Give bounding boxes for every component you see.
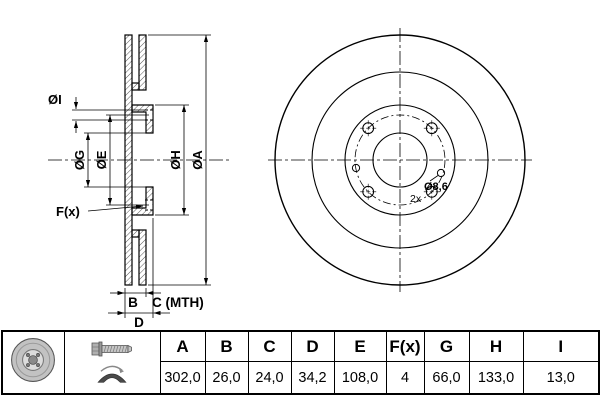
value-i: 13,0 bbox=[522, 361, 600, 395]
col-header-h: H bbox=[468, 330, 524, 362]
inboard-plate-bottom bbox=[138, 229, 147, 286]
flange-bolt-holes bbox=[145, 109, 154, 211]
wheel-bolt-holes bbox=[360, 120, 440, 200]
technical-drawing: ØI ØG ØE ØH ØA F(x) B C (MTH) D bbox=[48, 28, 532, 330]
brake-disc-icon bbox=[11, 338, 56, 382]
col-header-b: B bbox=[204, 330, 249, 362]
dim-label-g: ØG bbox=[72, 150, 87, 170]
disc-circles bbox=[274, 34, 526, 286]
value-c: 24,0 bbox=[247, 361, 292, 395]
value-row: 302,0 26,0 24,0 34,2 108,0 4 66,0 133,0 … bbox=[2, 361, 600, 395]
col-header-g: G bbox=[423, 330, 470, 362]
fastener-icon-cell bbox=[63, 330, 161, 395]
outboard-plate bbox=[124, 34, 133, 286]
brake-disc-drawing: ØI ØG ØE ØH ØA F(x) B C (MTH) D bbox=[48, 28, 532, 330]
dim-label-e: ØE bbox=[94, 150, 109, 169]
col-header-d: D bbox=[290, 330, 335, 362]
dimension-lines bbox=[72, 34, 211, 318]
bolt-circle bbox=[354, 114, 446, 206]
hole-diameter-label: Ø8,6 bbox=[424, 181, 448, 193]
spec-table-section: A B C D E F(x) G H I 302,0 26,0 24,0 34,… bbox=[1, 330, 600, 395]
value-a: 302,0 bbox=[159, 361, 206, 395]
locating-holes bbox=[351, 163, 446, 182]
hole-count-label: 2x bbox=[410, 193, 422, 205]
col-header-e: E bbox=[333, 330, 387, 362]
col-header-a: A bbox=[159, 330, 206, 362]
col-header-fx: F(x) bbox=[385, 330, 425, 362]
cross-section-view: ØI ØG ØE ØH ØA F(x) B C (MTH) D bbox=[48, 34, 232, 330]
caliper-icon bbox=[97, 365, 127, 383]
hat-circle bbox=[344, 104, 456, 216]
locating-hole-leader bbox=[429, 175, 439, 182]
value-d: 34,2 bbox=[290, 361, 335, 395]
col-header-c: C bbox=[247, 330, 292, 362]
dim-label-a: ØA bbox=[190, 150, 205, 170]
inboard-plate-top bbox=[138, 34, 147, 91]
vane-bridge-bottom bbox=[131, 229, 140, 238]
dimension-table: A B C D E F(x) G H I 302,0 26,0 24,0 34,… bbox=[1, 330, 600, 395]
dim-label-b: B bbox=[128, 295, 138, 310]
dim-label-i: ØI bbox=[48, 92, 62, 107]
disc-icon-cell bbox=[1, 330, 65, 395]
bolt-hole-crosshairs bbox=[360, 120, 440, 200]
center-bore-circle bbox=[372, 132, 428, 188]
value-b: 26,0 bbox=[204, 361, 249, 395]
locating-hole bbox=[351, 163, 361, 173]
dim-label-d: D bbox=[134, 315, 144, 330]
dim-label-c-mth: C (MTH) bbox=[152, 295, 204, 310]
friction-inner-circle bbox=[311, 71, 489, 249]
value-fx: 4 bbox=[385, 361, 425, 395]
front-view: Ø8,6 2x bbox=[268, 28, 532, 292]
value-h: 133,0 bbox=[468, 361, 524, 395]
vane-bridge-top bbox=[131, 82, 140, 91]
bolt-icon bbox=[91, 341, 132, 357]
dim-label-fx: F(x) bbox=[56, 204, 80, 219]
value-e: 108,0 bbox=[333, 361, 387, 395]
value-g: 66,0 bbox=[423, 361, 470, 395]
locating-hole bbox=[436, 168, 446, 178]
col-header-i: I bbox=[522, 330, 600, 362]
outer-diameter-circle bbox=[274, 34, 526, 286]
dim-label-h: ØH bbox=[168, 150, 183, 170]
